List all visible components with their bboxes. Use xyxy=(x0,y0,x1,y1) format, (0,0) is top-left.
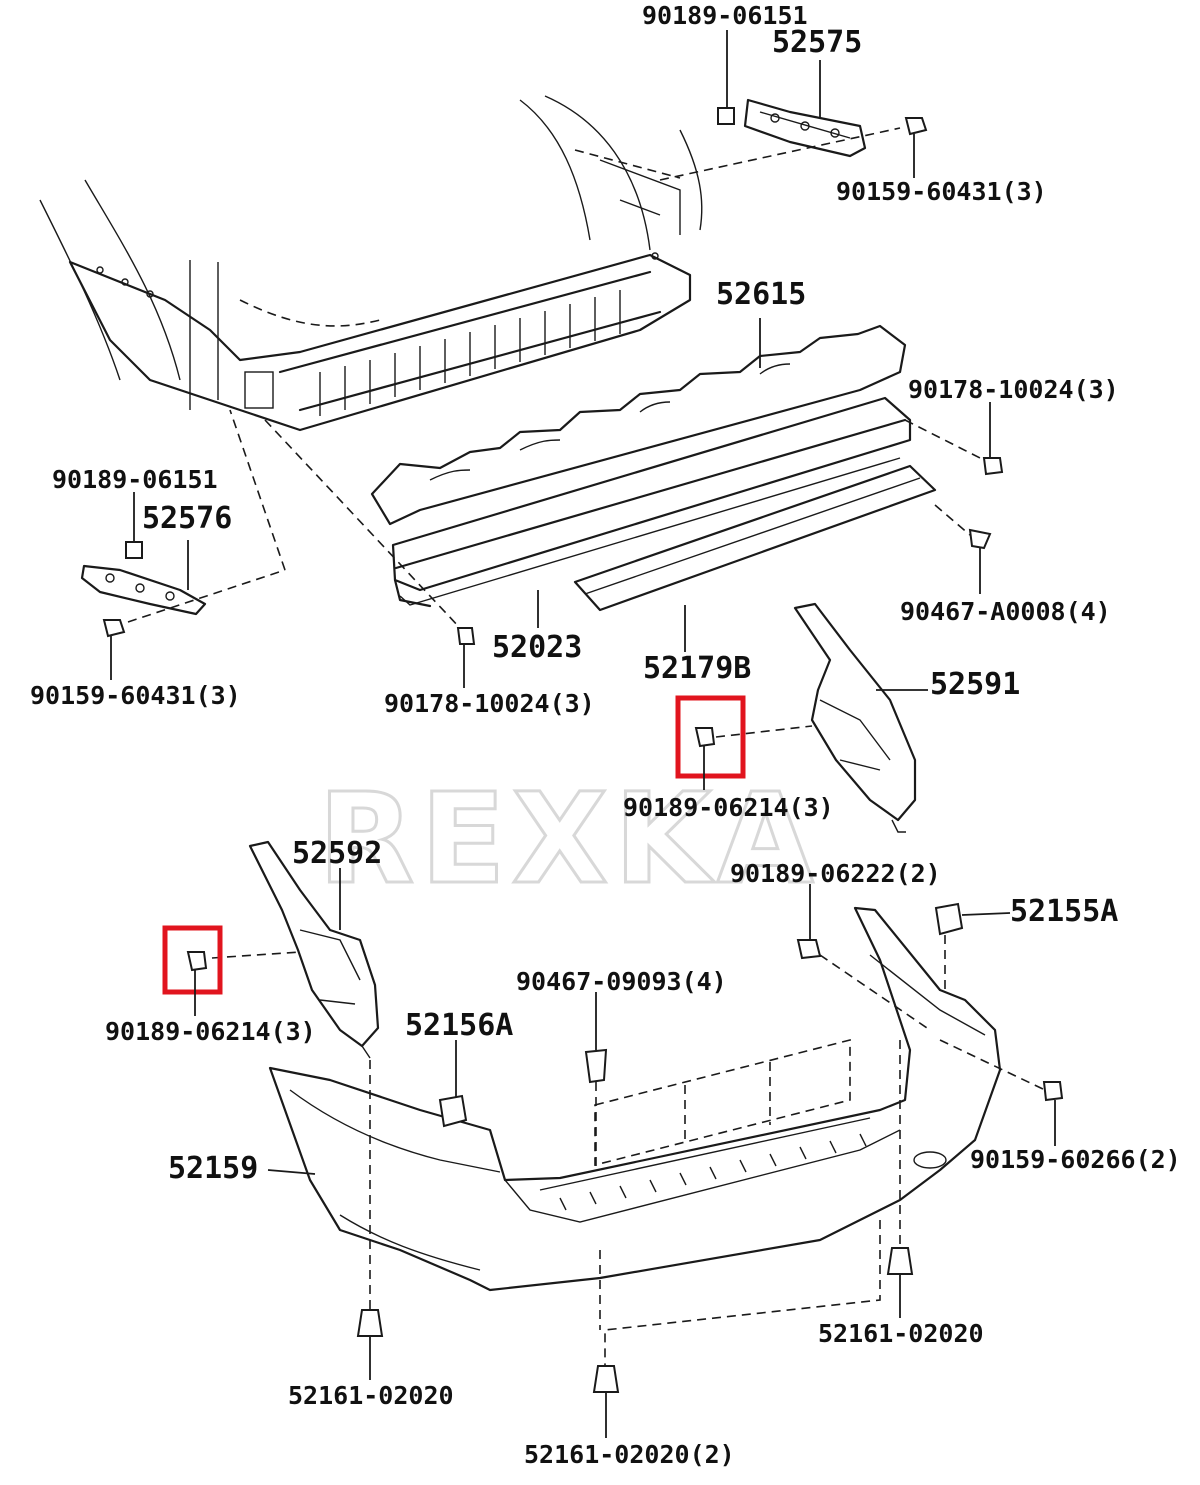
label-52591: 52591 xyxy=(930,667,1020,702)
clip-90467-a0008 xyxy=(968,528,992,550)
clip-52156a xyxy=(438,1094,468,1128)
watermark: REXKA xyxy=(318,767,820,912)
label-52161-02020-left: 52161-02020 xyxy=(288,1381,454,1410)
retainer-52591 xyxy=(793,602,917,833)
clip-52161-02020-right xyxy=(886,1247,914,1275)
label-90178-10024-right: 90178-10024(3) xyxy=(908,375,1119,404)
bracket-52576 xyxy=(80,564,207,616)
label-90178-10024-bottom: 90178-10024(3) xyxy=(384,689,595,718)
bolt-90159-60431-left xyxy=(102,619,126,638)
label-90189-06214-left: 90189-06214(3) xyxy=(105,1017,316,1046)
clip-90189-06214-right xyxy=(694,727,716,748)
clip-90189-06214-left xyxy=(186,951,208,972)
vehicle-body-outline xyxy=(39,95,703,432)
label-90159-60431-left: 90159-60431(3) xyxy=(30,681,241,710)
clip-52155a xyxy=(934,902,964,936)
reinforcement-52023 xyxy=(391,396,912,608)
highlight-box-left xyxy=(162,925,223,995)
label-90159-60431-top: 90159-60431(3) xyxy=(836,177,1047,206)
label-52576: 52576 xyxy=(142,501,232,536)
label-90189-06151-top: 90189-06151 xyxy=(642,1,808,30)
label-52161-02020-right: 52161-02020 xyxy=(818,1319,984,1348)
clip-90189-06151-top xyxy=(717,107,735,125)
bumper-cover-52159 xyxy=(268,906,1002,1292)
leader-lines xyxy=(110,30,1056,1438)
label-52179b: 52179B xyxy=(643,651,751,686)
label-90159-60266: 90159-60266(2) xyxy=(970,1145,1181,1174)
clip-90467-09093 xyxy=(584,1048,608,1084)
label-52161-02020-bottom: 52161-02020(2) xyxy=(524,1440,735,1469)
label-90189-06151-left: 90189-06151 xyxy=(52,465,218,494)
clip-90189-06151-left xyxy=(125,541,143,559)
label-52615: 52615 xyxy=(716,277,806,312)
screw-90189-06222 xyxy=(796,939,822,960)
pad-52179b xyxy=(573,464,937,612)
retainer-52592 xyxy=(248,840,380,1059)
nut-90178-10024-bottom xyxy=(456,627,476,645)
part-labels: 90189-06151 52575 90159-60431(3) 52615 9… xyxy=(30,1,1181,1469)
bolt-90159-60431-top xyxy=(904,117,928,136)
label-52023: 52023 xyxy=(492,630,582,665)
highlight-box-right xyxy=(675,695,746,779)
clip-52161-02020-left xyxy=(356,1309,384,1337)
energy-absorber-52615 xyxy=(370,324,907,526)
label-52575: 52575 xyxy=(772,25,862,60)
label-52159: 52159 xyxy=(168,1151,258,1186)
nut-90178-10024-right xyxy=(982,457,1004,476)
label-52592: 52592 xyxy=(292,836,382,871)
label-90189-06222: 90189-06222(2) xyxy=(730,859,941,888)
label-52156a: 52156A xyxy=(405,1008,513,1043)
label-90467-a0008: 90467-A0008(4) xyxy=(900,597,1111,626)
label-90467-09093: 90467-09093(4) xyxy=(516,967,727,996)
label-52155a: 52155A xyxy=(1010,894,1118,929)
clip-52161-02020-bottom xyxy=(592,1365,620,1393)
screw-90159-60266 xyxy=(1042,1081,1064,1102)
label-90189-06214-right: 90189-06214(3) xyxy=(623,793,834,822)
bracket-52575 xyxy=(743,98,867,158)
